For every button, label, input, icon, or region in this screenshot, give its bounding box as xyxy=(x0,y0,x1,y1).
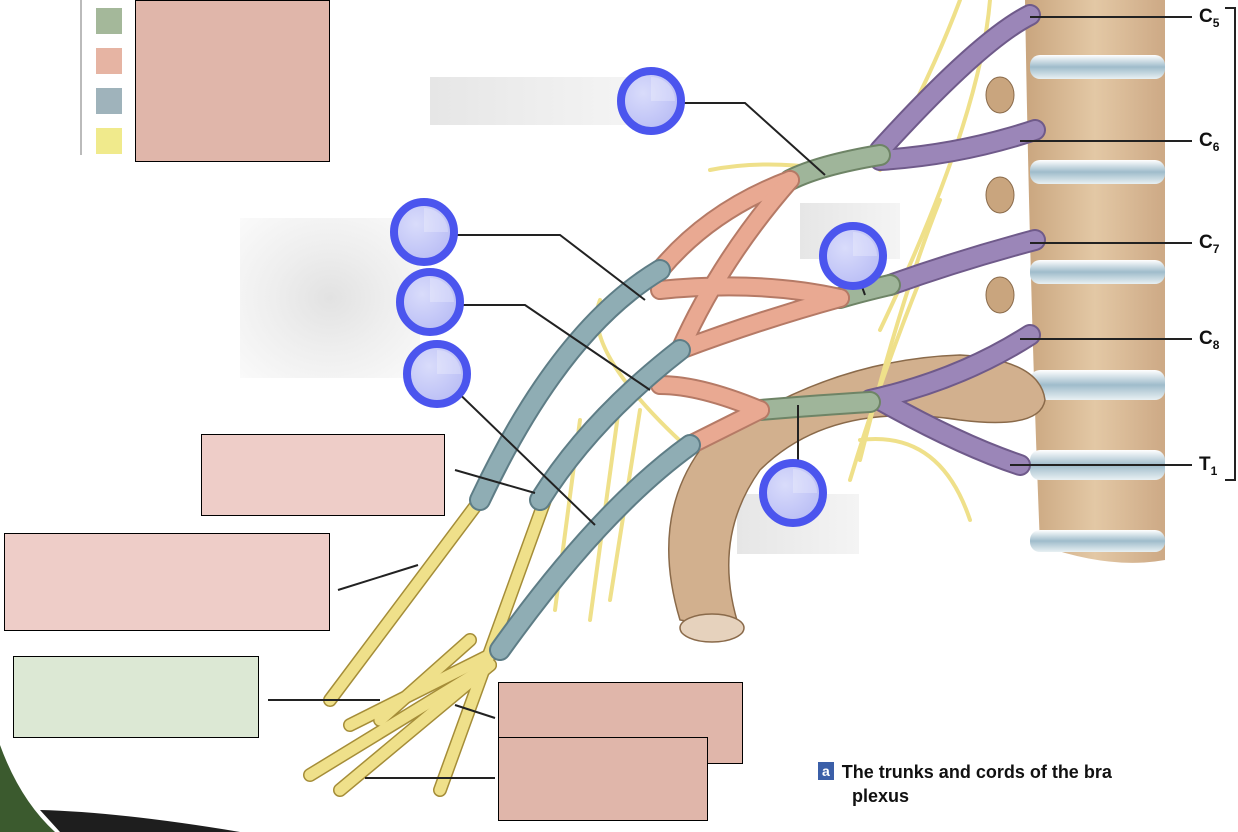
figure-caption: a The trunks and cords of the bra plexus xyxy=(818,760,1112,808)
hotspot-lower-trunk[interactable] xyxy=(759,459,827,527)
answer-box-ulnar xyxy=(498,737,708,821)
slide-decoration xyxy=(0,745,55,832)
hotspot-posterior-cord[interactable] xyxy=(396,268,464,336)
hotspot-upper-trunk[interactable] xyxy=(617,67,685,135)
answer-box-legend xyxy=(135,0,330,162)
caption-line-2: plexus xyxy=(818,784,1112,808)
answer-box-radial xyxy=(13,656,259,738)
caption-line-1: The trunks and cords of the bra xyxy=(842,762,1112,782)
caption-badge: a xyxy=(818,762,834,780)
hotspot-medial-cord[interactable] xyxy=(403,340,471,408)
spinal-label-t1: T1 xyxy=(1199,454,1217,478)
spinal-label-c5: C5 xyxy=(1199,6,1219,30)
answer-box-axillary xyxy=(4,533,330,631)
vertebral-column xyxy=(986,0,1165,563)
answer-box-musculocutaneous xyxy=(201,434,445,516)
hotspot-middle-trunk[interactable] xyxy=(819,222,887,290)
spinal-label-c8: C8 xyxy=(1199,328,1219,352)
hotspot-lateral-cord[interactable] xyxy=(390,198,458,266)
spinal-label-c7: C7 xyxy=(1199,232,1219,256)
root-bracket xyxy=(1225,8,1235,480)
spinal-label-c6: C6 xyxy=(1199,130,1219,154)
slide-decoration-dark xyxy=(40,810,240,832)
